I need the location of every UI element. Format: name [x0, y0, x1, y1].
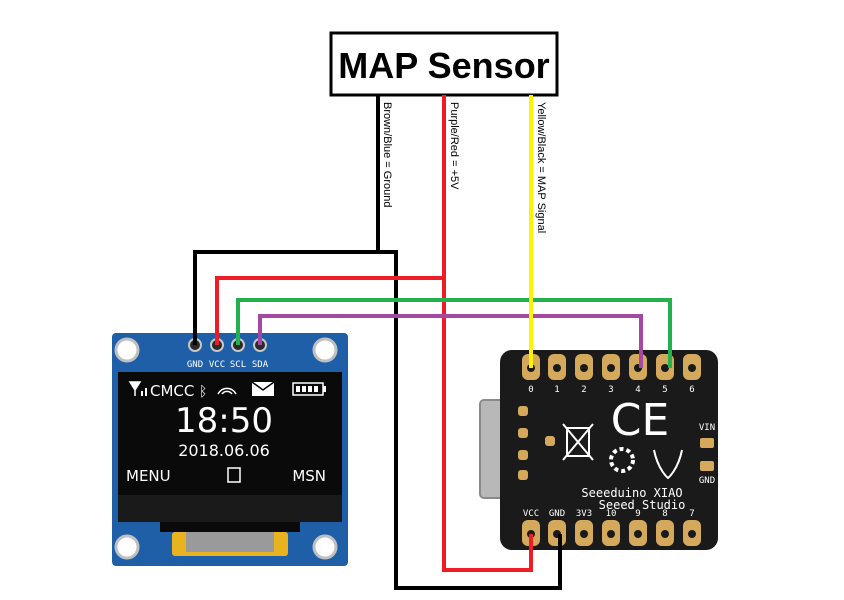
xiao-top-pin-label: 4	[635, 385, 640, 395]
pad-hole	[580, 530, 588, 538]
xiao-board: 0 1 2 3 4 5 6 VCC GND 3	[479, 350, 718, 550]
oled-pin-label-gnd: GND	[187, 360, 203, 370]
map-sensor-border	[329, 31, 559, 97]
battery-cell	[296, 386, 300, 392]
gnd-pad	[700, 461, 714, 471]
map-sensor-box: MAP Sensor	[329, 31, 559, 97]
oled-menu-left: MENU	[126, 467, 171, 485]
xiao-top-pin-label: 1	[554, 385, 559, 395]
xiao-top-pin-label: 2	[581, 385, 586, 395]
oled-mount-hole-tr	[312, 337, 338, 363]
pad-hole	[688, 530, 696, 538]
oled-pin-label-sda: SDA	[252, 360, 269, 370]
xiao-bottom-pin-label: 10	[606, 509, 617, 519]
ground-wire-to-xiao	[378, 250, 562, 590]
oled-menu-right: MSN	[292, 467, 326, 485]
oled-carrier-text: CMCC	[150, 382, 194, 400]
power-wire-to-oled	[215, 95, 446, 345]
seeed-logo-icon	[653, 449, 683, 480]
oled-mount-hole-tl	[114, 337, 140, 363]
xiao-bottom-pin-label: 3V3	[576, 509, 592, 519]
document-icon	[227, 467, 241, 483]
ground-wire	[193, 95, 562, 590]
power-wire-label: Purple/Red = +5V	[448, 102, 460, 190]
xiao-gnd-label: GND	[699, 476, 715, 486]
sda-wire	[258, 314, 643, 368]
mail-icon-flap	[251, 381, 275, 391]
pad-hole	[661, 530, 669, 538]
xiao-bottom-pin-label: 8	[662, 509, 667, 519]
xiao-top-pin-label: 0	[528, 385, 533, 395]
battery-icon-tip	[323, 386, 326, 392]
smd-pad	[518, 450, 528, 460]
ce-mark: CE	[611, 395, 670, 446]
xiao-top-pin-label: 5	[662, 385, 667, 395]
xiao-vin-label: VIN	[699, 423, 715, 433]
oled-module: GND VCC SCL SDA CMCC ᛒ 18:50 2018	[112, 333, 348, 566]
pad-hole	[607, 364, 615, 372]
ground-wire-label: Brown/Blue = Ground	[381, 102, 393, 207]
signal-wire-label: Yellow/Black = MAP Signal	[535, 102, 547, 233]
oled-mount-hole-bl	[114, 534, 140, 560]
scl-wire	[236, 298, 672, 368]
pad-hole	[580, 364, 588, 372]
oled-date: 2018.06.06	[178, 441, 270, 460]
smd-pad	[518, 428, 528, 438]
xiao-top-pin-label: 6	[689, 385, 694, 395]
oled-mount-hole-br	[312, 534, 338, 560]
signal-bar-icon	[141, 391, 143, 396]
pad-hole	[688, 364, 696, 372]
oled-time: 18:50	[175, 401, 273, 441]
oled-pin-label-scl: SCL	[230, 360, 246, 370]
xiao-top-pin-labels: 0 1 2 3 4 5 6	[528, 385, 694, 395]
xiao-bottom-pin-labels: VCC GND 3V3 10 9 8 7	[523, 509, 695, 519]
weee-bin-icon	[562, 423, 594, 461]
battery-cell	[308, 386, 312, 392]
oled-screen-footer	[118, 495, 342, 522]
xiao-bottom-pin-label: 7	[689, 509, 694, 519]
bluetooth-icon: ᛒ	[199, 384, 207, 400]
xiao-top-pads	[522, 354, 701, 380]
xiao-top-pin-label: 3	[608, 385, 613, 395]
xiao-bottom-pin-label: 9	[635, 509, 640, 519]
pad-hole	[661, 364, 669, 372]
oled-ribbon-connector	[186, 532, 274, 552]
battery-cell	[302, 386, 306, 392]
signal-bar-icon	[145, 388, 147, 396]
battery-cell	[314, 386, 318, 392]
oled-screen-lower-bezel	[160, 522, 300, 532]
xiao-smd-pads	[518, 406, 714, 480]
smd-pad	[518, 470, 528, 480]
power-wire	[215, 95, 533, 572]
map-sensor-title: MAP Sensor	[338, 45, 549, 86]
xiao-bottom-pin-label: VCC	[523, 509, 539, 519]
wifi-icon	[217, 387, 237, 395]
xiao-bottom-pads	[522, 520, 701, 546]
power-wire-to-xiao	[442, 278, 533, 572]
pad-hole	[634, 530, 642, 538]
ground-wire-to-oled	[193, 95, 380, 345]
xiao-brand-line1: Seeeduino XIAO	[581, 486, 682, 500]
pad-hole	[553, 364, 561, 372]
oled-status-bar: CMCC ᛒ	[128, 381, 326, 400]
smd-pad	[518, 406, 528, 416]
vin-pad	[700, 438, 714, 448]
pad-hole	[607, 530, 615, 538]
xiao-brand-line2: Seeed Studio	[599, 498, 686, 512]
smd-pad	[545, 436, 555, 446]
oled-pin-label-vcc: VCC	[209, 360, 225, 370]
antenna-icon	[128, 381, 142, 396]
gear-icon	[609, 447, 635, 473]
xiao-bottom-pin-label: GND	[549, 509, 565, 519]
xiao-pcb	[500, 350, 718, 550]
